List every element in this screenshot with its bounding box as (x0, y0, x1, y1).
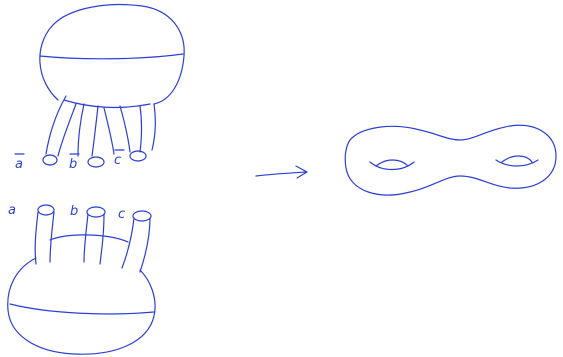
top-sphere-outline (40, 5, 184, 104)
left-hole-upper (376, 160, 408, 166)
label-bbar: b (69, 157, 77, 172)
tube-b-top (87, 207, 105, 217)
label-b: b (70, 204, 78, 219)
tube-cbar-end (130, 151, 146, 161)
tube-cbar-right (120, 106, 130, 152)
right-hole-upper (502, 156, 532, 162)
bottom-sphere-outline (8, 258, 155, 354)
tube-b-left (84, 214, 88, 262)
bottom-surface: a b c (8, 203, 155, 354)
genus-two-outline (345, 125, 556, 195)
bottom-sphere-equator (10, 304, 154, 314)
arrow-shaft (256, 172, 306, 176)
tube-abar-end (43, 155, 57, 165)
top-sphere-equator (40, 54, 183, 59)
tube-c-top (133, 211, 151, 221)
label-abar: a (15, 157, 23, 172)
genus-two-surface (345, 125, 556, 195)
label-cbar: c (114, 153, 121, 168)
tube-cbar-left (104, 108, 114, 154)
tube-right-left (140, 106, 142, 152)
tube-a-top (38, 205, 54, 215)
tube-a-right (50, 212, 54, 262)
tube-bbar-right (92, 106, 98, 156)
bottom-sphere-top-rim (50, 235, 128, 242)
tube-c-left (122, 218, 134, 268)
tube-b-right (100, 214, 104, 264)
top-surface: a b c (15, 5, 184, 172)
arrow (256, 166, 307, 178)
label-c: c (118, 207, 125, 222)
top-sphere-lower-rim (64, 100, 150, 107)
tube-c-right (140, 218, 150, 272)
tube-abar-left (46, 96, 66, 154)
tube-bbar-left (78, 104, 84, 156)
tube-bbar-end (88, 157, 104, 167)
tube-abar-right (58, 104, 76, 156)
label-a: a (8, 203, 16, 218)
tube-right-right (152, 104, 155, 150)
tube-a-left (35, 212, 38, 264)
